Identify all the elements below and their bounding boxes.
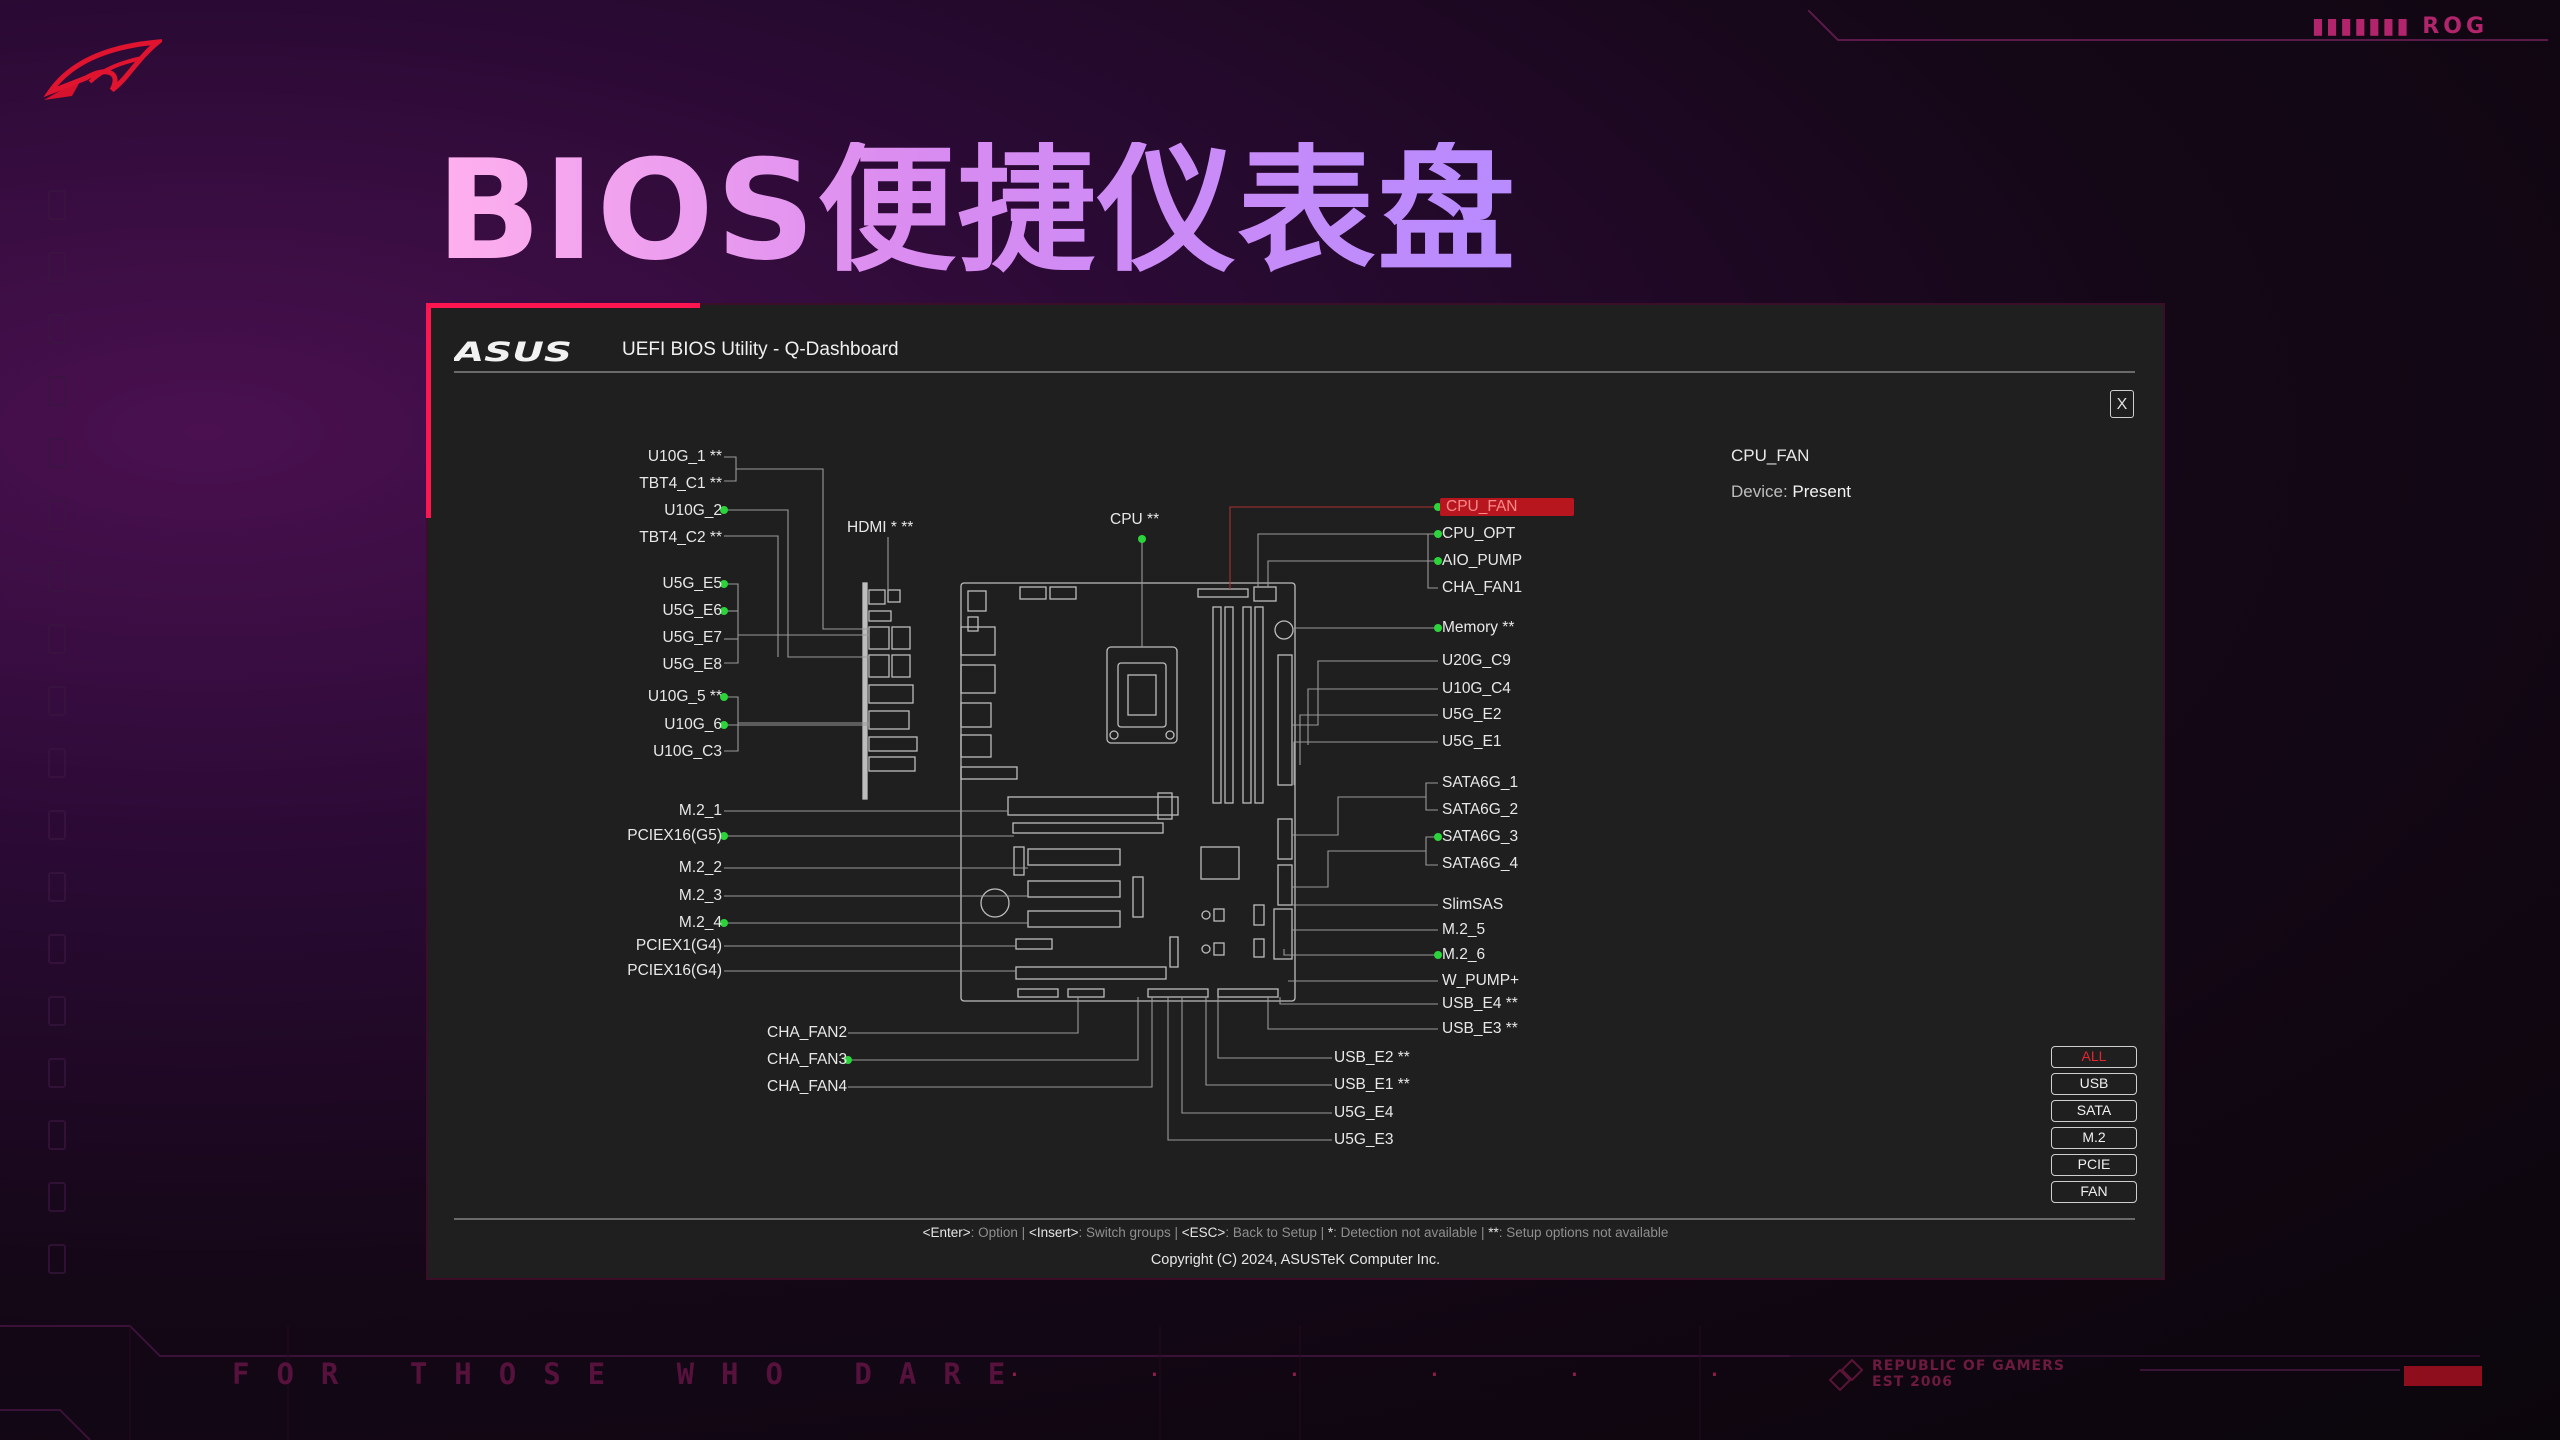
slot-label-pciex1-g4[interactable]: PCIEX1(G4) (635, 937, 722, 954)
red-accent-block (2404, 1366, 2482, 1386)
filter-m2-button[interactable]: M.2 (2051, 1127, 2137, 1149)
page-title: BIOS便捷仪表盘 (436, 130, 1518, 291)
help-bar: <Enter>: Option | <Insert>: Switch group… (922, 1225, 1669, 1240)
motherboard-diagram (720, 456, 1442, 1141)
qdashboard-window: ASUS UEFI BIOS Utility - Q-Dashboard X C… (426, 303, 2165, 1280)
device-status-value: Present (1792, 482, 1852, 501)
port-label-u10g-c3[interactable]: U10G_C3 (653, 743, 722, 760)
slot-label-pciex16-g5[interactable]: PCIEX16(G5) (627, 827, 722, 844)
leader-lines (724, 456, 1438, 1141)
port-label-u5g-e5[interactable]: U5G_E5 (662, 575, 722, 592)
slot-label-m2-1[interactable]: M.2_1 (678, 802, 722, 819)
help-key-enter: <Enter> (922, 1225, 971, 1240)
help-key-star: * (1327, 1225, 1334, 1240)
filter-fan-button[interactable]: FAN (2051, 1181, 2137, 1203)
help-desc-enter: : Option (970, 1225, 1018, 1240)
fan-label-cpu-fan[interactable]: CPU_FAN (1440, 498, 1574, 516)
slot-label-m2-4[interactable]: M.2_4 (678, 914, 722, 931)
device-status-label: Device: (1731, 482, 1793, 501)
port-label-u5g-e6[interactable]: U5G_E6 (662, 602, 722, 619)
component-label-cpu[interactable]: CPU ** (1110, 511, 1160, 528)
help-desc-star: : Detection not available (1333, 1225, 1478, 1240)
motto-dots: ······ (1010, 1358, 1719, 1391)
motto-text: FOR THOSE WHO DARE (232, 1357, 1033, 1391)
window-accent-left (426, 303, 431, 518)
port-label-tbt4-c1[interactable]: TBT4_C1 ** (639, 475, 722, 492)
fan-label-cha-fan2[interactable]: CHA_FAN2 (767, 1024, 848, 1041)
port-label-usb-e4[interactable]: USB_E4 ** (1442, 995, 1518, 1012)
help-desc-insert: : Switch groups (1078, 1225, 1171, 1240)
port-label-usb-e3[interactable]: USB_E3 ** (1442, 1020, 1518, 1037)
filter-group: ALL USB SATA M.2 PCIE FAN (2051, 1046, 2137, 1208)
fan-label-cha-fan3[interactable]: CHA_FAN3 (767, 1051, 848, 1068)
board-outline (862, 582, 1296, 1002)
sata-label-2[interactable]: SATA6G_2 (1442, 801, 1519, 818)
help-desc-double-star: : Setup options not available (1498, 1225, 1669, 1240)
sata-label-1[interactable]: SATA6G_1 (1442, 774, 1519, 791)
rog-est-mark: REPUBLIC OF GAMERS EST 2006 (1872, 1358, 2065, 1390)
connection-dots (720, 503, 1442, 1064)
filter-all-button[interactable]: ALL (2051, 1046, 2137, 1068)
port-label-u10g-6[interactable]: U10G_6 (664, 716, 722, 733)
port-label-u5g-e1[interactable]: U5G_E1 (1442, 733, 1502, 750)
filter-sata-button[interactable]: SATA (2051, 1100, 2137, 1122)
port-label-u10g-1[interactable]: U10G_1 ** (647, 448, 722, 465)
device-status: Device: Present (1731, 482, 1851, 502)
port-label-tbt4-c2[interactable]: TBT4_C2 ** (639, 529, 722, 546)
rog-eye-logo (43, 39, 162, 100)
bottom-frame (0, 1325, 2480, 1440)
fan-label-w-pump[interactable]: W_PUMP+ (1442, 972, 1520, 989)
port-label-u10g-c4[interactable]: U10G_C4 (1442, 680, 1511, 697)
help-key-insert: <Insert> (1028, 1225, 1079, 1240)
slot-label-m2-3[interactable]: M.2_3 (678, 887, 722, 904)
window-header: ASUS UEFI BIOS Utility - Q-Dashboard (454, 335, 2135, 373)
port-label-u10g-5[interactable]: U10G_5 ** (647, 688, 722, 705)
window-accent-top (426, 303, 700, 308)
footer-divider (454, 1218, 2135, 1220)
copyright-text: Copyright (C) 2024, ASUSTeK Computer Inc… (1150, 1252, 1441, 1268)
port-label-u5g-e4[interactable]: U5G_E4 (1334, 1104, 1394, 1121)
side-decoration (48, 190, 72, 1274)
svg-text:ASUS: ASUS (454, 339, 572, 363)
fan-label-cpu-opt[interactable]: CPU_OPT (1442, 525, 1516, 542)
fan-label-cha-fan4[interactable]: CHA_FAN4 (767, 1078, 848, 1095)
top-brand-mark: ▮▮▮▮▮▮▮ ROG (2311, 14, 2488, 39)
fan-label-aio-pump[interactable]: AIO_PUMP (1442, 552, 1523, 569)
port-label-usb-e2[interactable]: USB_E2 ** (1334, 1049, 1410, 1066)
help-key-esc: <ESC> (1181, 1225, 1226, 1240)
rog-est-line2: EST 2006 (1872, 1374, 1954, 1390)
sata-label-3[interactable]: SATA6G_3 (1442, 828, 1519, 845)
port-label-u20g-c9[interactable]: U20G_C9 (1442, 652, 1511, 669)
component-label-memory[interactable]: Memory ** (1442, 619, 1515, 636)
port-label-u5g-e3[interactable]: U5G_E3 (1334, 1131, 1394, 1148)
filter-usb-button[interactable]: USB (2051, 1073, 2137, 1095)
selected-device-name: CPU_FAN (1731, 446, 1810, 465)
port-label-u5g-e2[interactable]: U5G_E2 (1442, 706, 1502, 723)
port-label-hdmi[interactable]: HDMI * ** (847, 519, 914, 536)
connector-label-slimsas[interactable]: SlimSAS (1442, 896, 1504, 913)
fan-label-cha-fan1[interactable]: CHA_FAN1 (1442, 579, 1523, 596)
slot-label-pciex16-g4[interactable]: PCIEX16(G4) (627, 962, 722, 979)
port-label-usb-e1[interactable]: USB_E1 ** (1334, 1076, 1410, 1093)
port-label-u5g-e8[interactable]: U5G_E8 (662, 656, 722, 673)
slot-label-m2-2[interactable]: M.2_2 (678, 859, 722, 876)
port-label-u10g-2[interactable]: U10G_2 (664, 502, 722, 519)
filter-pcie-button[interactable]: PCIE (2051, 1154, 2137, 1176)
sata-label-4[interactable]: SATA6G_4 (1442, 855, 1519, 872)
top-frame-line (1808, 10, 2548, 41)
close-button[interactable]: X (2110, 390, 2134, 418)
slot-label-m2-6[interactable]: M.2_6 (1442, 946, 1486, 963)
help-key-double-star: ** (1488, 1225, 1499, 1240)
slot-label-m2-5[interactable]: M.2_5 (1442, 921, 1486, 938)
help-desc-esc: : Back to Setup (1225, 1225, 1317, 1240)
port-label-u5g-e7[interactable]: U5G_E7 (662, 629, 722, 646)
asus-logo: ASUS (454, 339, 572, 363)
window-title: UEFI BIOS Utility - Q-Dashboard (622, 339, 899, 360)
rog-est-line1: REPUBLIC OF GAMERS (1872, 1358, 2065, 1374)
